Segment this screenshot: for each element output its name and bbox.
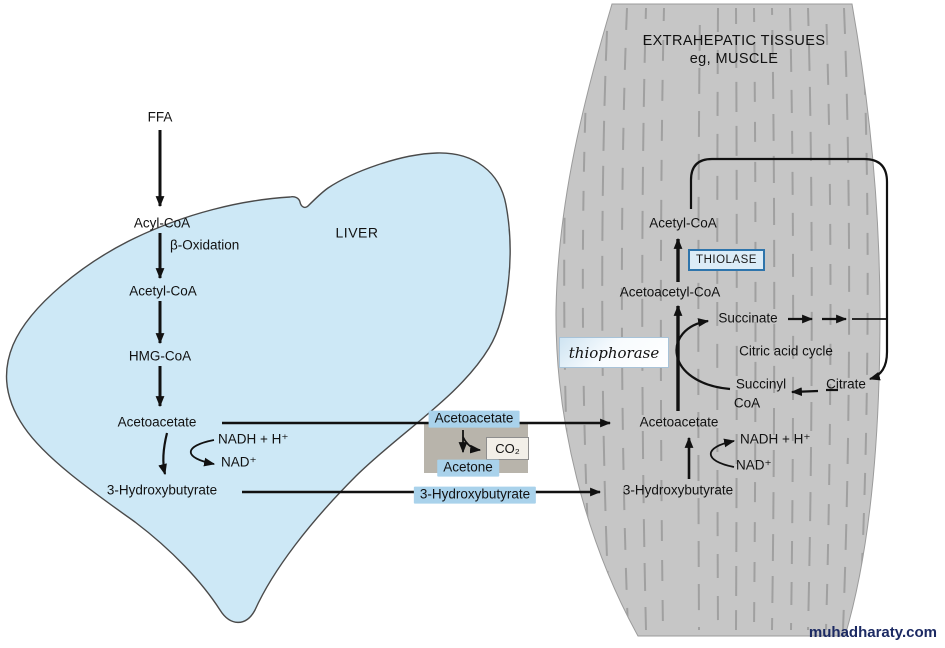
striation-line (842, 7, 851, 631)
transport-acetone-label: Acetone (437, 459, 499, 477)
arrow-acetoacetate-to-co2 (462, 436, 482, 454)
striation-line (771, 7, 776, 631)
thiophorase-enzyme-box: thiophorase (559, 337, 669, 368)
node-hydroxybutyrate-muscle: 3-Hydroxybutyrate (622, 482, 734, 498)
extrahepatic-tissues-subtitle: eg, MUSCLE (689, 51, 779, 68)
label-thiophorase: thiophorase (568, 343, 660, 362)
node-acetoacetate-liver: Acetoacetate (117, 414, 197, 430)
node-ffa: FFA (147, 109, 173, 125)
liver-organ-label: LIVER (335, 224, 379, 241)
watermark: muhadharaty.com (808, 624, 937, 641)
striation-line (825, 7, 832, 631)
node-acetoacetate-muscle: Acetoacetate (639, 414, 719, 430)
liver-shape (5, 152, 511, 624)
striation-line (620, 7, 629, 631)
node-acetyl-coa-muscle: Acetyl-CoA (649, 215, 717, 231)
striation-line (601, 7, 611, 631)
node-acetyl-coa-liver: Acetyl-CoA (129, 283, 197, 299)
node-succinyl-coa-line2: CoA (733, 395, 761, 411)
arrow-nad-nadh-couple-muscle (710, 438, 736, 468)
node-succinyl: Succinyl (735, 376, 787, 392)
label-citric-acid-cycle: Citric acid cycle (739, 343, 833, 359)
node-acyl-coa: Acyl-CoA (133, 215, 191, 231)
thiolase-enzyme-box: THIOLASE (688, 249, 765, 271)
cofactor-nad-muscle: NAD⁺ (736, 457, 772, 473)
cofactor-nadh-liver: NADH + H⁺ (218, 431, 289, 447)
striation-line (641, 7, 647, 631)
extrahepatic-tissues-title: EXTRAHEPATIC TISSUES (642, 33, 826, 50)
label-thiolase: THIOLASE (696, 254, 757, 266)
arrow-citrate-to-succinylcoa (790, 387, 819, 397)
node-hydroxybutyrate-liver: 3-Hydroxybutyrate (106, 482, 218, 498)
arrow-succinylcoa-to-succinate (675, 318, 731, 391)
node-acetoacetyl-coa: Acetoacetyl-CoA (619, 284, 721, 300)
transport-acetoacetate-label: Acetoacetate (428, 410, 520, 428)
striation-line (735, 7, 738, 631)
striation-line (789, 7, 795, 631)
striation-line (563, 7, 577, 631)
cofactor-nadh-muscle: NADH + H⁺ (740, 431, 811, 447)
co2-box: CO₂ (486, 437, 529, 460)
arrow-acetoacetate-to-hydroxybutyrate-liver (158, 432, 169, 476)
striation-line (697, 7, 701, 631)
node-hmg-coa: HMG-CoA (128, 348, 192, 364)
striation-line (753, 7, 757, 631)
striation-line (807, 7, 813, 631)
node-citrate: Citrate (826, 376, 866, 392)
arrow-citric-acid-cycle-loop (689, 157, 889, 381)
label-co2: CO₂ (495, 441, 520, 456)
striation-line (659, 7, 665, 631)
label-beta-oxidation: β-Oxidation (170, 237, 240, 253)
arrow-nadh-nad-couple-liver (190, 439, 216, 467)
cofactor-nad-liver: NAD⁺ (221, 454, 257, 470)
transport-hydroxybutyrate-label: 3-Hydroxybutyrate (413, 486, 537, 504)
node-succinate: Succinate (718, 310, 778, 326)
striation-line (716, 7, 719, 631)
